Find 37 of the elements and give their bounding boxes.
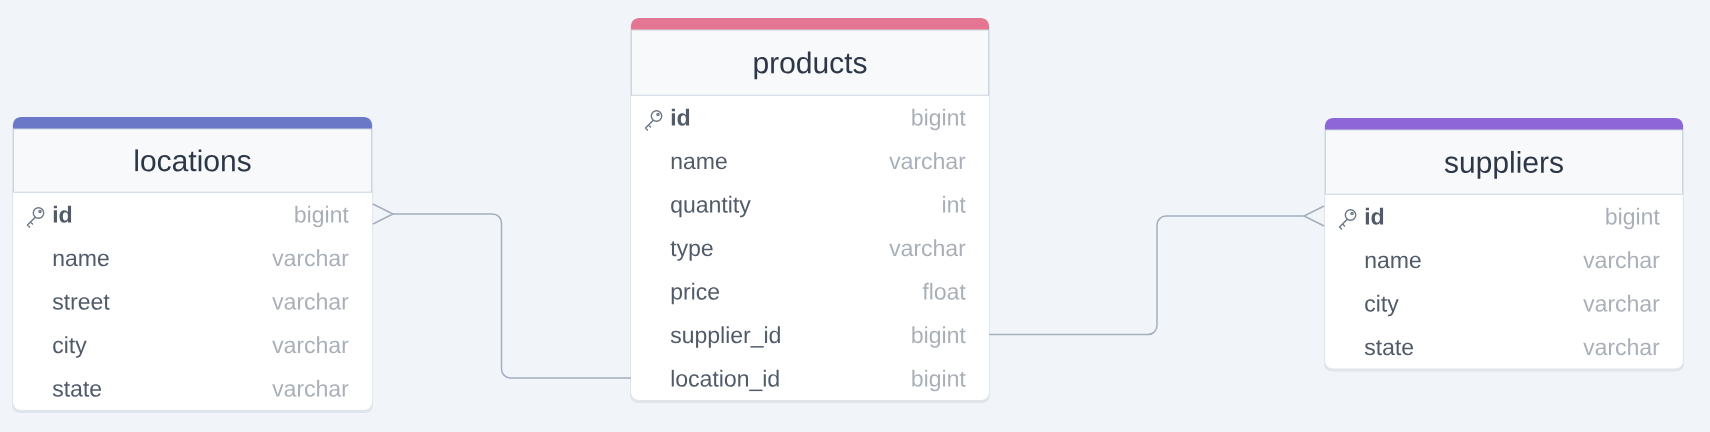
column-name: id (1365, 207, 1384, 225)
column-type: bigint (912, 108, 966, 131)
column-name: location_id (671, 369, 779, 392)
column-name: name (1365, 255, 1421, 269)
relationship-line (988, 205, 1325, 336)
column-name: quantity (671, 195, 751, 218)
column-type: bigint (295, 205, 349, 228)
column-type: varchar (272, 336, 349, 354)
column-name: state (52, 381, 102, 397)
column-type: int (943, 195, 966, 213)
table-header: suppliers (1325, 118, 1683, 195)
column-type: varchar (1583, 338, 1660, 356)
table-header: products (631, 18, 989, 96)
table-header: locations (13, 117, 372, 193)
column-name: name (53, 253, 109, 267)
column-name: city (53, 336, 87, 358)
column-type: float (922, 282, 966, 300)
column-type: varchar (889, 152, 966, 170)
column-name: street (52, 294, 110, 310)
column-type: bigint (912, 369, 966, 392)
column-type: varchar (1583, 251, 1660, 269)
column-type: varchar (272, 379, 349, 397)
column-type: bigint (912, 326, 966, 348)
column-name: city (1365, 294, 1399, 317)
column-type: varchar (889, 239, 966, 257)
column-name: price (671, 282, 720, 305)
column-type: varchar (272, 249, 349, 267)
column-name: type (670, 241, 713, 261)
column-name: name (671, 156, 727, 170)
column-type: varchar (1583, 294, 1660, 312)
relationship-line (372, 203, 632, 379)
column-type: varchar (272, 292, 349, 310)
column-type: bigint (1606, 207, 1660, 230)
column-name: id (53, 205, 72, 223)
column-name: id (671, 108, 690, 126)
column-name: supplier_id (670, 326, 780, 348)
column-name: state (1364, 340, 1414, 356)
